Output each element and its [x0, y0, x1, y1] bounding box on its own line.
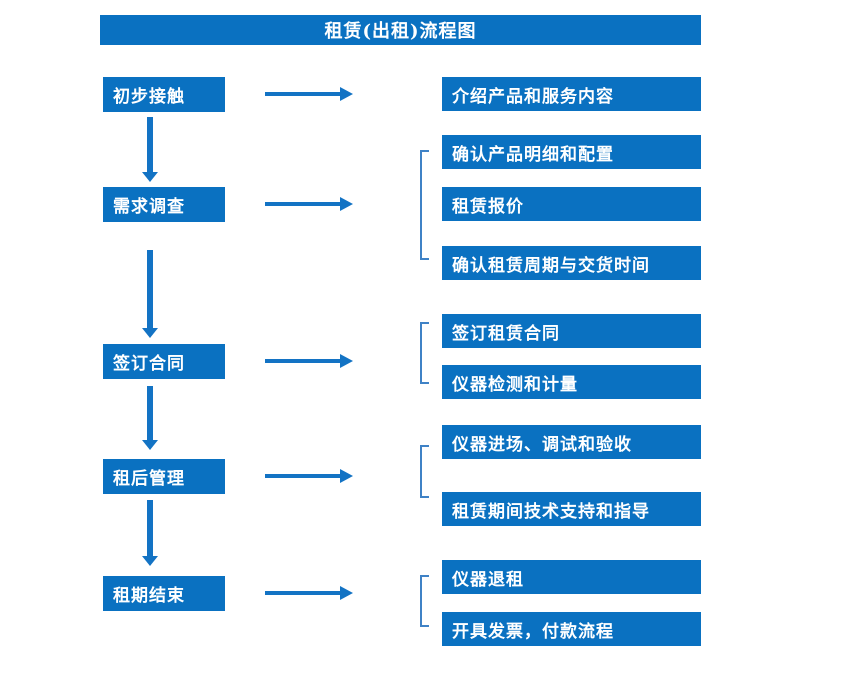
output-box-instrument-return: 仪器退租	[442, 560, 701, 594]
right-arrow-icon	[265, 586, 353, 600]
right-arrow-icon	[265, 354, 353, 368]
down-arrow-icon	[142, 117, 158, 182]
group-bracket	[420, 322, 429, 384]
step-box-post-rental: 租后管理	[103, 459, 225, 494]
down-arrow-icon	[142, 250, 158, 338]
output-box-sign-rental-contract: 签订租赁合同	[442, 314, 701, 348]
step-box-initial-contact: 初步接触	[103, 77, 225, 112]
flowchart-title: 租赁(出租)流程图	[100, 15, 701, 45]
output-box-rental-quote: 租赁报价	[442, 187, 701, 221]
step-box-demand-survey: 需求调查	[103, 187, 225, 222]
output-box-invoice-payment: 开具发票，付款流程	[442, 612, 701, 646]
right-arrow-icon	[265, 87, 353, 101]
step-box-sign-contract: 签订合同	[103, 344, 225, 379]
down-arrow-icon	[142, 500, 158, 566]
right-arrow-icon	[265, 469, 353, 483]
right-arrow-icon	[265, 197, 353, 211]
output-box-confirm-period: 确认租赁周期与交货时间	[442, 246, 701, 280]
down-arrow-icon	[142, 386, 158, 450]
group-bracket	[420, 445, 429, 498]
output-box-intro-products: 介绍产品和服务内容	[442, 77, 701, 111]
step-box-rental-end: 租期结束	[103, 576, 225, 611]
output-box-instrument-testing: 仪器检测和计量	[442, 365, 701, 399]
output-box-confirm-details: 确认产品明细和配置	[442, 135, 701, 169]
output-box-instrument-setup: 仪器进场、调试和验收	[442, 425, 701, 459]
group-bracket	[420, 150, 429, 260]
group-bracket	[420, 575, 429, 627]
output-box-tech-support: 租赁期间技术支持和指导	[442, 492, 701, 526]
